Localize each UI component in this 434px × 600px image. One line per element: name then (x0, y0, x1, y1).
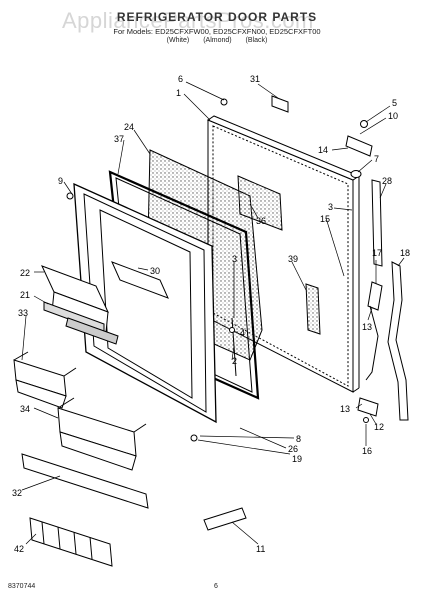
callout-31: 31 (250, 74, 260, 84)
callout-3-mid: 3 (232, 254, 237, 264)
callout-34: 34 (20, 404, 30, 414)
callout-12: 12 (374, 422, 384, 432)
callout-22: 22 (20, 268, 30, 278)
callout-9: 9 (58, 176, 63, 186)
callout-3-top: 3 (328, 202, 333, 212)
callout-labels: 6 1 31 5 10 24 37 14 7 9 28 36 3 15 39 1… (12, 74, 410, 554)
callout-16: 16 (362, 446, 372, 456)
callout-15: 15 (320, 214, 330, 224)
callout-1: 1 (176, 88, 181, 98)
callout-18: 18 (400, 248, 410, 258)
callout-30: 30 (150, 266, 160, 276)
door-shelf-rail (21, 453, 149, 509)
screw-bottom (190, 434, 198, 442)
screw-hinge-bottom (363, 417, 369, 423)
callout-36: 36 (256, 216, 266, 226)
callout-13-lower: 13 (340, 404, 350, 414)
handle-trim-strip (371, 179, 383, 267)
part-code: 8370744 (8, 583, 36, 590)
callout-6: 6 (178, 74, 183, 84)
callout-2: 2 (232, 356, 237, 366)
model-list: For Models: ED25CFXFW00, ED25CFXFN00, ED… (113, 27, 321, 36)
callout-4: 4 (240, 328, 245, 338)
callout-14: 14 (318, 145, 328, 155)
egg-tray (29, 517, 113, 567)
callout-21: 21 (20, 290, 30, 300)
callout-13-upper: 13 (362, 322, 372, 332)
hinge-assembly (365, 281, 383, 381)
diagram-title: REFRIGERATOR DOOR PARTS (116, 10, 318, 24)
insulation-patch (237, 175, 283, 231)
color-almond: (Almond) (203, 37, 232, 44)
page-number: 6 (214, 583, 218, 590)
screw-left (66, 192, 74, 200)
callout-7: 7 (374, 154, 379, 164)
callout-42: 42 (14, 544, 24, 554)
gasket-strip (305, 283, 321, 335)
callout-39: 39 (288, 254, 298, 264)
callout-17: 17 (372, 248, 382, 258)
leader-lines (21, 81, 405, 545)
callout-26: 26 (288, 444, 298, 454)
watermark: AppliancePartsPros.com (62, 8, 314, 33)
top-hinge (345, 120, 373, 157)
callout-19: 19 (292, 454, 302, 464)
shelf-bar (65, 317, 119, 345)
callout-37: 37 (114, 134, 124, 144)
callout-5: 5 (392, 98, 397, 108)
callout-10: 10 (388, 111, 398, 121)
callout-33: 33 (18, 308, 28, 318)
callout-11: 11 (256, 544, 265, 554)
screw-top (220, 98, 228, 106)
hinge-cap (350, 170, 362, 178)
door-bin-large (57, 397, 147, 471)
color-black: (Black) (245, 37, 268, 44)
door-handle (387, 261, 409, 421)
callout-32: 32 (12, 488, 22, 498)
callout-24: 24 (124, 122, 134, 132)
callout-28: 28 (382, 176, 392, 186)
color-variants: (White) (Almond) (Black) (0, 37, 434, 44)
door-bin-small (13, 351, 77, 409)
callout-8: 8 (296, 434, 301, 444)
bottom-trim-piece (203, 507, 247, 531)
door-label (271, 95, 289, 113)
color-white: (White) (166, 37, 190, 44)
bottom-hinge (357, 397, 379, 417)
